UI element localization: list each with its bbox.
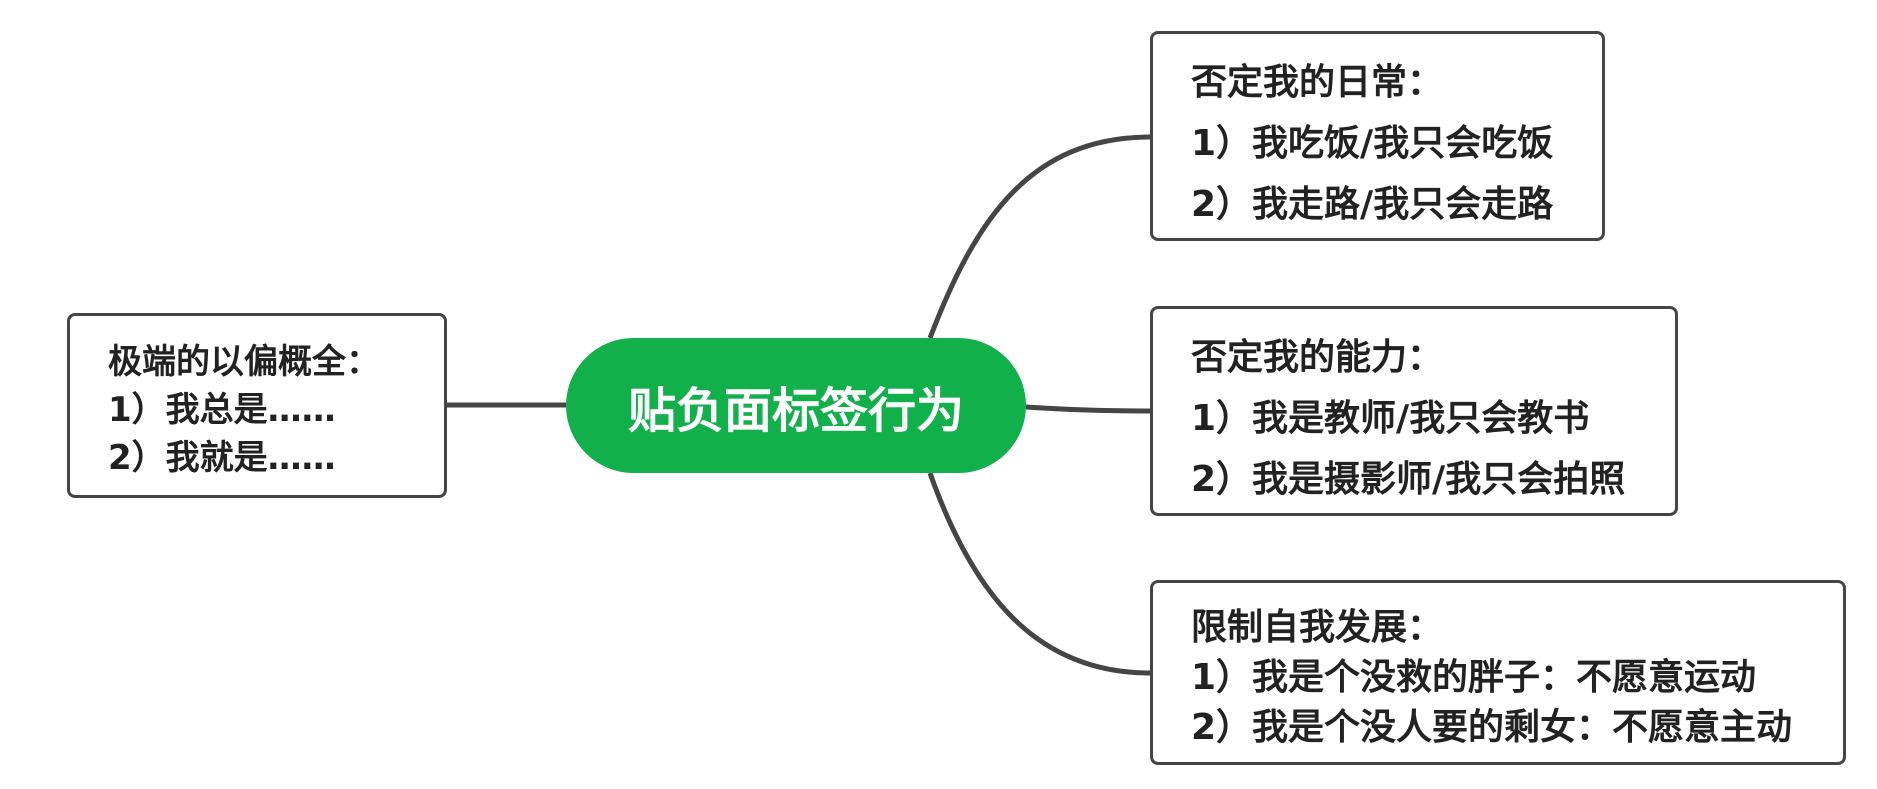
node-heading: 极端的以偏概全： <box>108 342 380 382</box>
node-line: 2）我走路/我只会走路 <box>1191 184 1554 225</box>
node-line: 2）我是摄影师/我只会拍照 <box>1191 459 1626 500</box>
node-line: 1）我是个没救的胖子：不愿意运动 <box>1191 657 1757 698</box>
node-extreme-generalization[interactable]: 极端的以偏概全： 1）我总是…… 2）我就是…… <box>67 313 447 498</box>
node-heading: 否定我的能力： <box>1191 337 1444 378</box>
connector-right-bottom <box>927 472 1151 676</box>
connector-right-top <box>927 134 1151 339</box>
node-heading: 否定我的日常： <box>1191 62 1444 103</box>
node-limit-self-development[interactable]: 限制自我发展： 1）我是个没救的胖子：不愿意运动 2）我是个没人要的剩女：不愿意… <box>1150 580 1846 765</box>
node-deny-daily-life[interactable]: 否定我的日常： 1）我吃饭/我只会吃饭 2）我走路/我只会走路 <box>1150 31 1605 241</box>
node-line: 2）我就是…… <box>108 438 336 478</box>
node-line: 1）我是教师/我只会教书 <box>1191 398 1590 439</box>
central-topic-label: 贴负面标签行为 <box>627 382 964 439</box>
central-topic[interactable]: 贴负面标签行为 <box>566 338 1026 473</box>
node-line: 1）我吃饭/我只会吃饭 <box>1191 123 1554 164</box>
node-line: 2）我是个没人要的剩女：不愿意主动 <box>1191 707 1793 748</box>
node-deny-ability[interactable]: 否定我的能力： 1）我是教师/我只会教书 2）我是摄影师/我只会拍照 <box>1150 306 1678 516</box>
node-line: 1）我总是…… <box>108 390 336 430</box>
node-heading: 限制自我发展： <box>1191 607 1444 648</box>
connector-right-middle <box>1025 404 1151 414</box>
